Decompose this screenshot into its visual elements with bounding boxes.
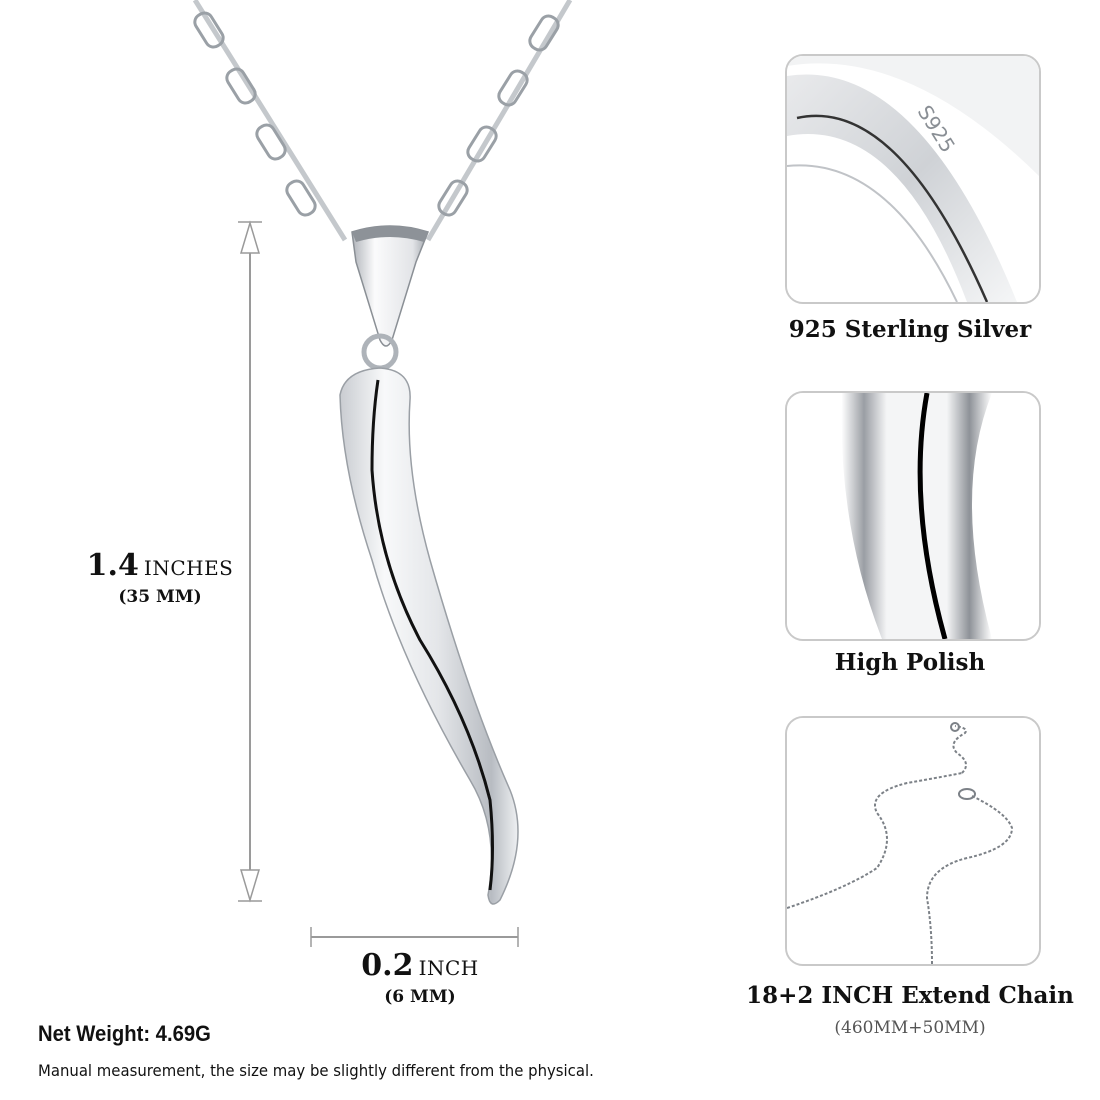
height-metric: (35 MM) bbox=[118, 587, 202, 607]
silver-stamp-closeup-icon: S925 bbox=[787, 56, 1039, 302]
height-value: 1.4 bbox=[86, 548, 139, 583]
italian-horn-pendant bbox=[339, 367, 519, 905]
height-dimension-line bbox=[238, 220, 262, 903]
chain-closeup-icon bbox=[787, 718, 1039, 964]
chain-right bbox=[425, 0, 573, 242]
height-label: 1.4 INCHES (35 MM) bbox=[60, 548, 260, 607]
extend-chain-metric: (460MM+50MM) bbox=[834, 1018, 986, 1038]
width-value: 0.2 bbox=[361, 948, 414, 983]
width-unit: INCH bbox=[418, 956, 479, 980]
extend-chain-panel bbox=[785, 716, 1041, 966]
high-polish-panel bbox=[785, 391, 1041, 641]
width-metric: (6 MM) bbox=[384, 987, 456, 1007]
extend-chain-caption: 18+2 INCH Extend Chain bbox=[746, 982, 1074, 1009]
bail bbox=[351, 225, 429, 371]
polished-surface-closeup-icon bbox=[787, 393, 1039, 639]
chain-left bbox=[192, 0, 348, 242]
net-weight: Net Weight: 4.69G bbox=[38, 1021, 211, 1046]
high-polish-caption: High Polish bbox=[834, 649, 986, 676]
width-label: 0.2 INCH (6 MM) bbox=[320, 948, 520, 1007]
sterling-silver-panel: S925 bbox=[785, 54, 1041, 304]
measurement-note: Manual measurement, the size may be slig… bbox=[38, 1061, 594, 1080]
width-dimension-line bbox=[310, 927, 519, 947]
sterling-silver-caption: 925 Sterling Silver bbox=[788, 316, 1032, 343]
height-unit: INCHES bbox=[143, 556, 234, 580]
